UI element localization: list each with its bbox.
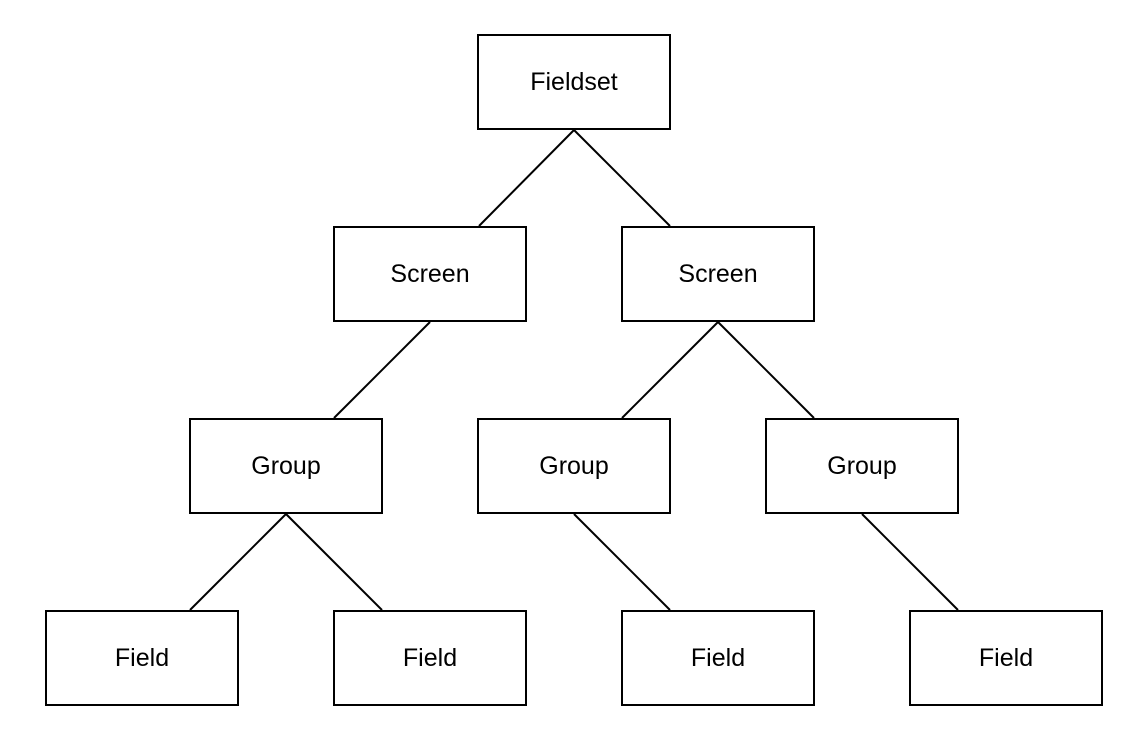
node-group: Group: [477, 418, 671, 514]
node-label: Field: [978, 643, 1034, 672]
node-label: Screen: [678, 259, 758, 288]
node-label: Fieldset: [530, 67, 618, 96]
node-group: Group: [189, 418, 383, 514]
node-screen: Screen: [333, 226, 527, 322]
node-label: Field: [690, 643, 746, 672]
node-field: Field: [45, 610, 239, 706]
edge-group-1-field-1: [189, 513, 287, 611]
node-label: Group: [827, 451, 897, 480]
node-label: Group: [539, 451, 609, 480]
edge-fieldset-screen-1: [478, 129, 575, 227]
node-label: Screen: [390, 259, 470, 288]
edge-group-3-field-4: [861, 513, 959, 611]
node-screen: Screen: [621, 226, 815, 322]
edge-screen-2-group-2: [621, 321, 719, 419]
node-field: Field: [333, 610, 527, 706]
node-label: Field: [114, 643, 170, 672]
node-label: Group: [251, 451, 321, 480]
edge-group-2-field-3: [573, 513, 671, 611]
edge-group-1-field-2: [285, 513, 383, 611]
node-label: Field: [402, 643, 458, 672]
edge-fieldset-screen-2: [573, 129, 671, 227]
node-group: Group: [765, 418, 959, 514]
edge-screen-2-group-3: [717, 321, 815, 419]
node-field: Field: [909, 610, 1103, 706]
node-field: Field: [621, 610, 815, 706]
edge-screen-1-group-1: [333, 321, 431, 419]
node-fieldset: Fieldset: [477, 34, 671, 130]
